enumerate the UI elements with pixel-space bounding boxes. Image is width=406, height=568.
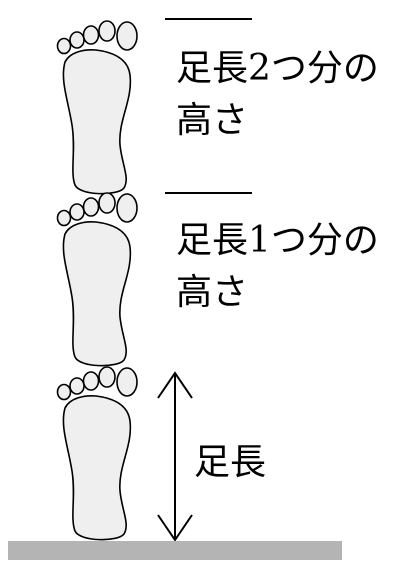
label-two-feet-line1: 足長2つ分の bbox=[176, 48, 379, 89]
toe-4 bbox=[69, 203, 85, 221]
toe-big bbox=[116, 21, 138, 51]
footprint-top bbox=[56, 20, 138, 195]
foot-sole bbox=[62, 395, 132, 541]
toe-small bbox=[56, 209, 72, 227]
toe-big bbox=[116, 193, 138, 223]
footprint-middle bbox=[56, 192, 138, 367]
toe-small bbox=[56, 37, 72, 55]
foot-length-arrow bbox=[157, 371, 193, 542]
toe-3 bbox=[82, 197, 100, 217]
toe-4 bbox=[69, 31, 85, 49]
toe-2 bbox=[98, 192, 116, 214]
footprint-bottom bbox=[56, 366, 138, 541]
toe-2 bbox=[98, 366, 116, 388]
toe-small bbox=[56, 383, 72, 401]
ground-bar bbox=[8, 541, 342, 560]
label-two-feet-line2: 高さ bbox=[176, 100, 249, 141]
toe-3 bbox=[82, 371, 100, 391]
foot-sole bbox=[62, 49, 132, 195]
foot-sole bbox=[62, 221, 132, 367]
label-one-foot-line1: 足長1つ分の bbox=[176, 220, 379, 261]
toe-2 bbox=[98, 20, 116, 42]
toe-4 bbox=[69, 377, 85, 395]
toe-3 bbox=[82, 25, 100, 45]
label-one-foot-line2: 高さ bbox=[176, 272, 249, 313]
label-foot-length: 足長 bbox=[194, 442, 267, 483]
toe-big bbox=[116, 367, 138, 397]
